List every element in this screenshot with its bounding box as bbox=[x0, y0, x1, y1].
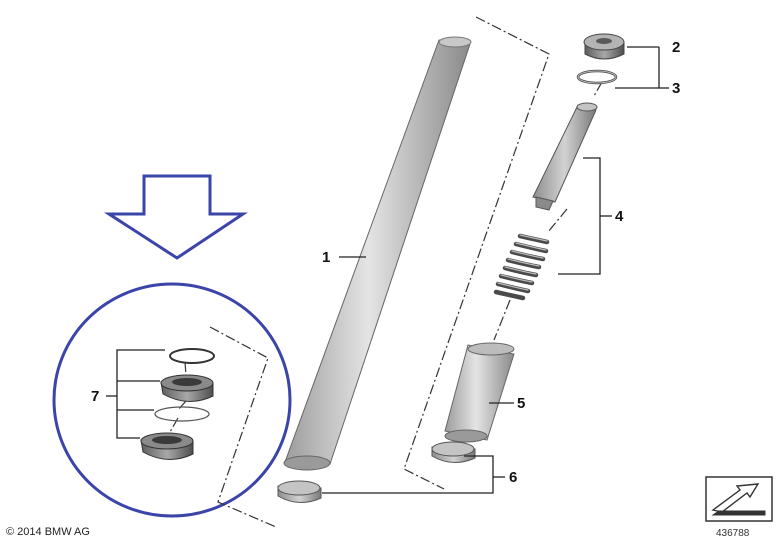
part-7-seal-kit bbox=[140, 348, 215, 460]
callout-5: 5 bbox=[517, 395, 526, 412]
zoom-circle bbox=[52, 282, 292, 518]
part-5-sleeve bbox=[444, 342, 515, 443]
callout-1: 1 bbox=[322, 249, 331, 266]
part-4-damper bbox=[532, 102, 598, 211]
highlight-arrow-icon bbox=[103, 174, 248, 260]
part-4-spring-highlight bbox=[497, 234, 548, 291]
part-4-spring bbox=[493, 233, 550, 301]
part-2-cap bbox=[583, 33, 625, 60]
callout-4: 4 bbox=[615, 208, 624, 225]
part-6-ring-lower bbox=[277, 480, 322, 503]
diagram-id: 436788 bbox=[716, 528, 750, 539]
part-3-o-ring bbox=[576, 69, 618, 85]
copyright-text: © 2014 BMW AG bbox=[6, 526, 90, 538]
view-direction-icon bbox=[705, 476, 773, 522]
part-1-tube bbox=[283, 36, 472, 471]
callout-6: 6 bbox=[509, 469, 518, 486]
callout-2: 2 bbox=[672, 39, 681, 56]
part-6-ring-upper bbox=[431, 441, 476, 463]
leader-lines bbox=[106, 46, 669, 494]
callout-3: 3 bbox=[672, 80, 681, 97]
callout-7: 7 bbox=[91, 388, 100, 405]
